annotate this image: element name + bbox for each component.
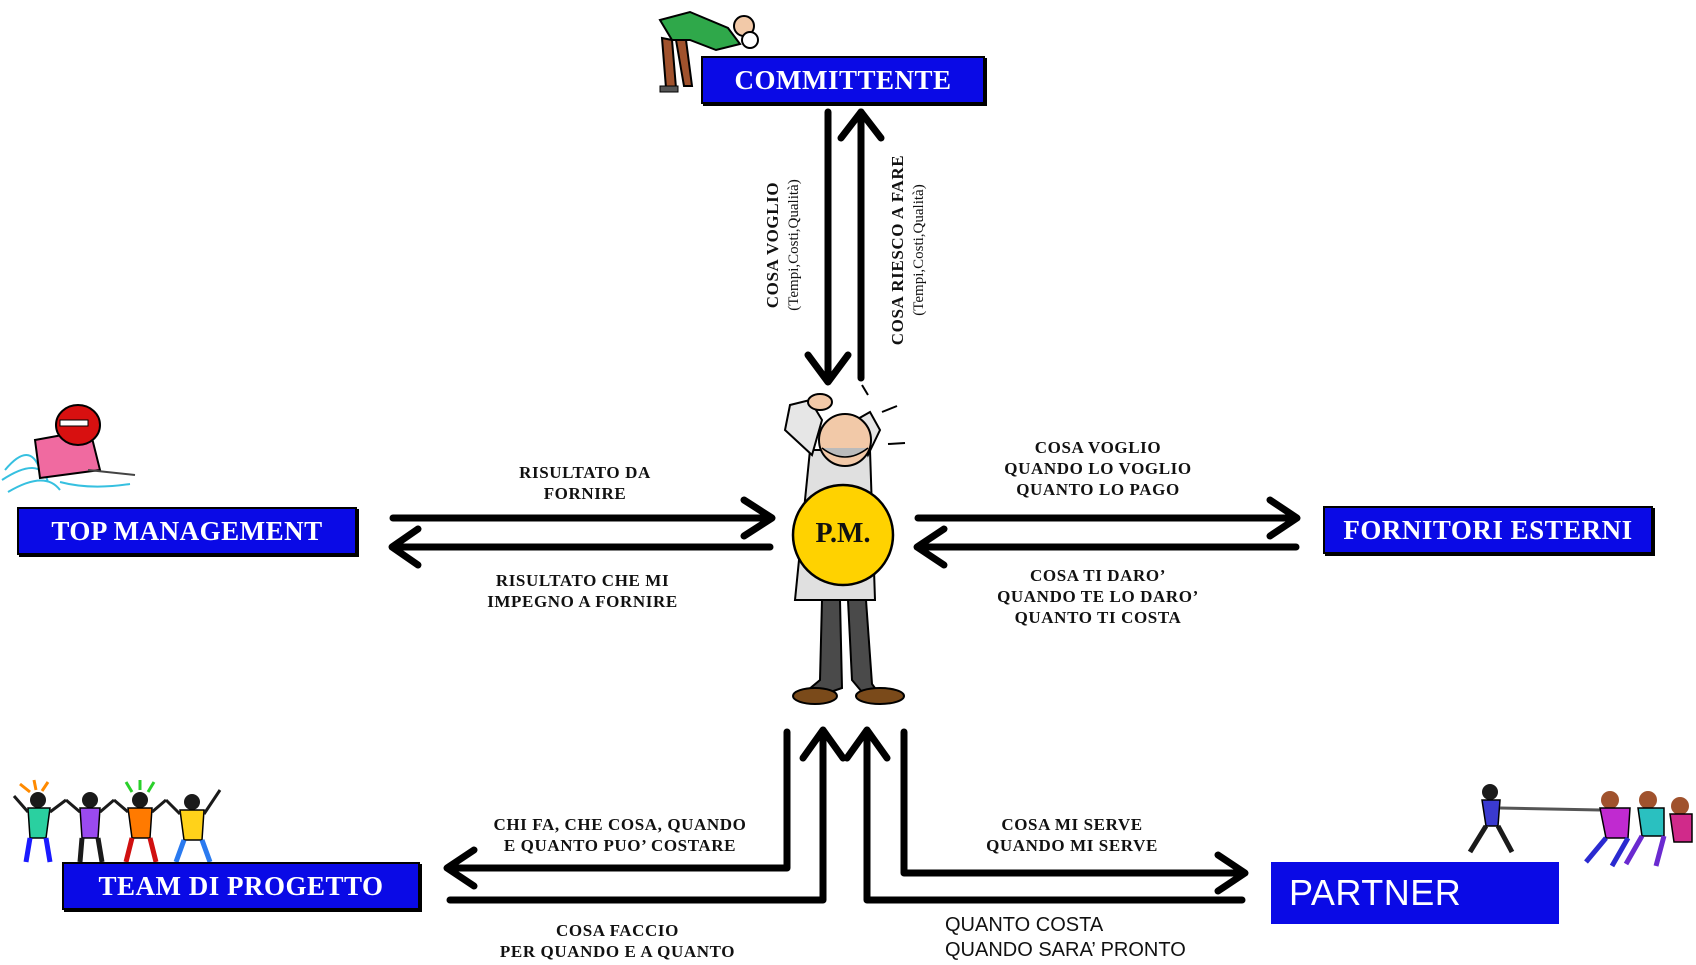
team-figures: [12, 779, 222, 863]
arrow-fornitori-to-pm: [913, 525, 1300, 569]
arrow-pm-to-team: [443, 728, 791, 890]
label-risultato-che-mi-impegno: RISULTATO CHE MI IMPEGNO A FORNIRE: [487, 571, 678, 611]
label-team-risposta: COSA FACCIO PER QUANDO E A QUANTO: [499, 921, 736, 961]
label-cosa-riesco-a-fare: COSA RIESCO A FARE (Tempi,Costi,Qualità): [888, 154, 927, 346]
label-fornitori-risposta: COSA TI DARO’ QUANDO TE LO DARO’ QUANTO …: [997, 566, 1199, 627]
label-risultato-da-fornire: RISULTATO DA FORNIRE: [519, 463, 651, 503]
arrow-pm-to-partner: [900, 728, 1249, 895]
label-fornitori-richiesta: COSA VOGLIO QUANDO LO VOGLIO QUANTO LO P…: [1004, 438, 1192, 499]
label-cosa-voglio-committente: COSA VOGLIO (Tempi,Costi,Qualità): [763, 179, 802, 311]
arrow-pm-to-committente: [837, 108, 885, 382]
partner-figures: [1467, 784, 1693, 868]
committente-figure: [658, 10, 759, 93]
arrow-topmgmt-to-pm: [389, 496, 776, 540]
top-management-figure: [1, 404, 136, 493]
label-partner-richiesta: COSA MI SERVE QUANDO MI SERVE: [986, 815, 1158, 855]
label-team-richiesta: CHI FA, CHE COSA, QUANDO E QUANTO PUO’ C…: [493, 815, 747, 855]
pm-badge-label: P.M.: [815, 518, 871, 549]
arrow-partner-to-pm: [843, 726, 1246, 904]
label-partner-risposta: QUANTO COSTA QUANDO SARA’ PRONTO: [945, 914, 1186, 961]
arrow-pm-to-fornitori: [914, 496, 1301, 540]
node-top-management: TOP MANAGEMENT: [17, 507, 357, 555]
node-fornitori-esterni: FORNITORI ESTERNI: [1323, 506, 1653, 554]
node-team-di-progetto: TEAM DI PROGETTO: [62, 862, 420, 910]
arrow-pm-to-topmgmt: [388, 525, 774, 569]
arrow-team-to-pm: [446, 726, 847, 904]
arrow-committente-to-pm: [804, 108, 852, 386]
node-committente: COMMITTENTE: [701, 56, 985, 104]
node-partner: PARTNER: [1271, 862, 1559, 924]
project-manager-figure: [783, 384, 906, 705]
